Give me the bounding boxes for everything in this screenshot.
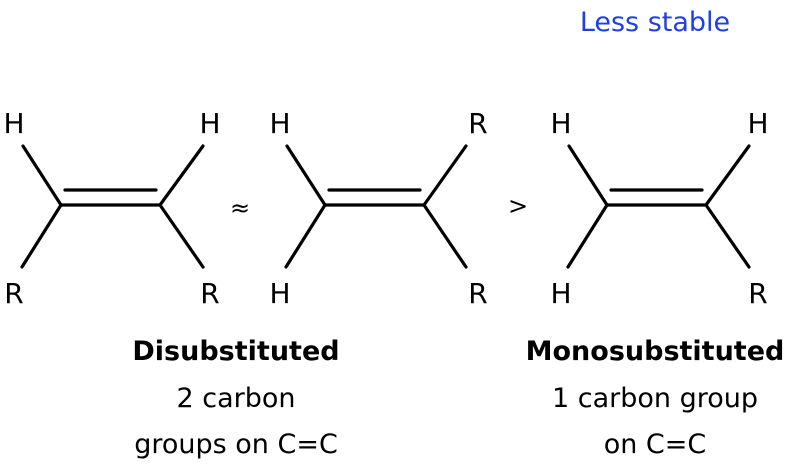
atom-bottom-right: R <box>468 277 487 310</box>
caption-line: on C=C <box>604 429 707 460</box>
atom-top-left: H <box>550 107 571 140</box>
molecule-monosubstituted: H H H R <box>550 107 768 310</box>
atom-bottom-left: R <box>4 277 23 310</box>
approx-equal-operator: ≈ <box>230 194 250 222</box>
caption-heading: Monosubstituted <box>526 336 785 367</box>
caption-line: 2 carbon <box>176 383 295 414</box>
molecule-disubstituted-2: H R H R <box>269 107 487 310</box>
caption-disubstituted: Disubstituted 2 carbon groups on C=C <box>132 336 339 460</box>
molecule-disubstituted-1: H H R R <box>3 107 220 310</box>
atom-top-right: H <box>747 107 768 140</box>
atom-top-left: H <box>3 107 24 140</box>
caption-heading: Disubstituted <box>132 336 339 367</box>
atom-top-right: H <box>199 107 220 140</box>
caption-line: 1 carbon group <box>552 383 758 414</box>
atom-bottom-right: R <box>200 277 219 310</box>
stability-label: Less stable <box>580 7 730 38</box>
atom-bottom-right: R <box>748 277 767 310</box>
greater-than-operator: > <box>508 192 528 220</box>
bonds <box>20 144 205 269</box>
atom-top-left: H <box>269 107 290 140</box>
caption-monosubstituted: Monosubstituted 1 carbon group on C=C <box>526 336 785 460</box>
atom-bottom-left: H <box>550 277 571 310</box>
atom-bottom-left: H <box>269 277 290 310</box>
caption-line: groups on C=C <box>134 429 338 460</box>
atom-top-right: R <box>468 107 487 140</box>
bonds <box>566 144 751 269</box>
bonds <box>284 144 468 269</box>
